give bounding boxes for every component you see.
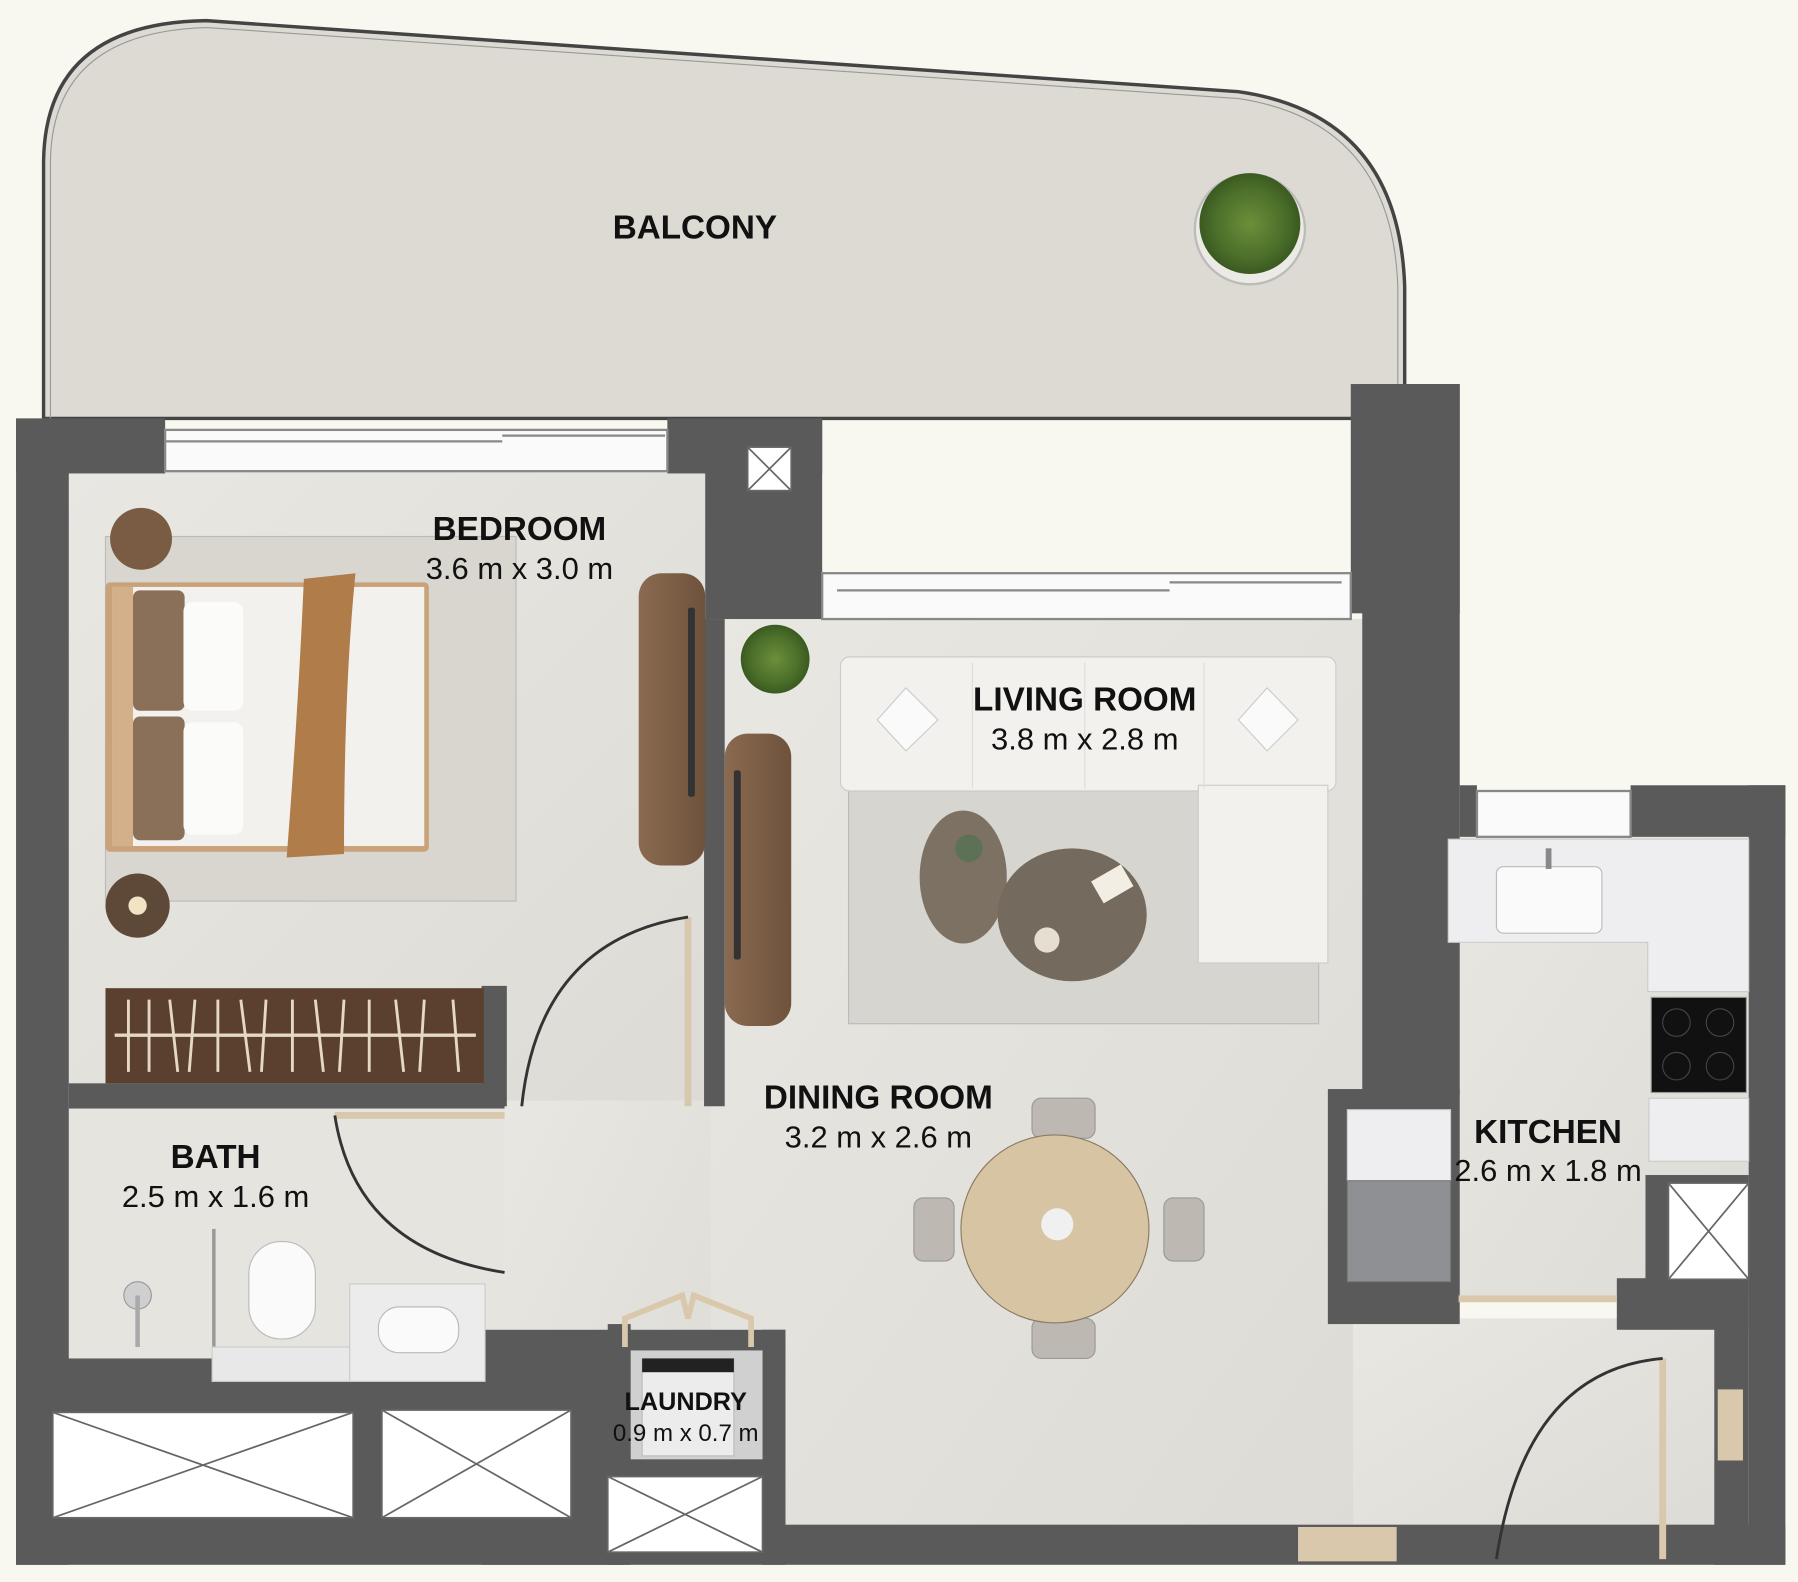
room-dims-bedroom: 3.6 m x 3.0 m	[426, 551, 613, 586]
laundry-fittings	[622, 1291, 763, 1460]
room-dims-kitchen: 2.6 m x 1.8 m	[1454, 1153, 1641, 1188]
refrigerator-icon	[1346, 1180, 1452, 1283]
dining-chair-icon	[1031, 1097, 1096, 1139]
room-dims-dining: 3.2 m x 2.6 m	[785, 1120, 972, 1155]
windows	[163, 428, 1632, 839]
kitchen-fittings	[1346, 838, 1750, 1303]
room-label-kitchen: KITCHEN	[1474, 1114, 1622, 1151]
room-label-dining: DINING ROOM	[764, 1080, 993, 1117]
toilet-icon	[248, 1240, 316, 1340]
sideboard-icon	[724, 733, 792, 1027]
wardrobe-icon	[105, 988, 484, 1084]
room-dims-bath: 2.5 m x 1.6 m	[122, 1179, 309, 1214]
room-label-balcony: BALCONY	[613, 209, 777, 246]
dining-chair-icon	[1031, 1317, 1096, 1360]
room-label-living: LIVING ROOM	[973, 682, 1196, 719]
tv-console-icon	[638, 573, 706, 866]
bedroom-furniture	[104, 507, 706, 1084]
threshold	[1298, 1526, 1397, 1562]
dining-chair-icon	[913, 1197, 955, 1262]
room-dims-living: 3.8 m x 2.8 m	[991, 722, 1178, 757]
living-furniture	[724, 624, 1337, 1027]
kitchen-sink-icon	[1495, 866, 1603, 934]
bath-door	[333, 1111, 505, 1274]
entry-intercom	[1717, 1389, 1743, 1461]
dining-furniture	[913, 1097, 1205, 1360]
shaft-icon	[380, 1409, 572, 1519]
shaft-icon	[1667, 1182, 1750, 1281]
gas-hob-icon	[1650, 996, 1747, 1094]
bedroom-door	[520, 915, 692, 1107]
room-dims-laundry: 0.9 m x 0.7 m	[613, 1420, 759, 1447]
balcony-area	[41, 18, 1407, 421]
room-label-bath: BATH	[171, 1139, 261, 1176]
shaft-icon	[51, 1411, 355, 1519]
basin-icon	[377, 1306, 460, 1354]
room-labels: BALCONY BEDROOM 3.6 m x 3.0 m LIVING ROO…	[122, 209, 1642, 1447]
doors	[333, 915, 1743, 1562]
service-shafts	[51, 446, 1750, 1554]
l-shaped-sofa-icon	[839, 656, 1337, 964]
room-label-bedroom: BEDROOM	[433, 511, 607, 548]
double-bed-icon	[105, 573, 429, 858]
coffee-tables-icon	[919, 810, 1147, 982]
shower-icon	[123, 1281, 152, 1347]
shaft-icon	[746, 446, 793, 492]
entry-door	[1495, 1357, 1667, 1560]
bath-fittings	[123, 1228, 486, 1382]
shaft-icon	[606, 1475, 764, 1554]
potted-plant-icon	[740, 624, 810, 694]
washing-machine-icon	[641, 1357, 735, 1457]
nightstand-icon	[110, 507, 173, 570]
room-label-laundry: LAUNDRY	[625, 1388, 748, 1416]
dining-chair-icon	[1163, 1197, 1205, 1262]
bifold-door	[622, 1291, 754, 1347]
potted-plant-icon	[1193, 173, 1307, 286]
